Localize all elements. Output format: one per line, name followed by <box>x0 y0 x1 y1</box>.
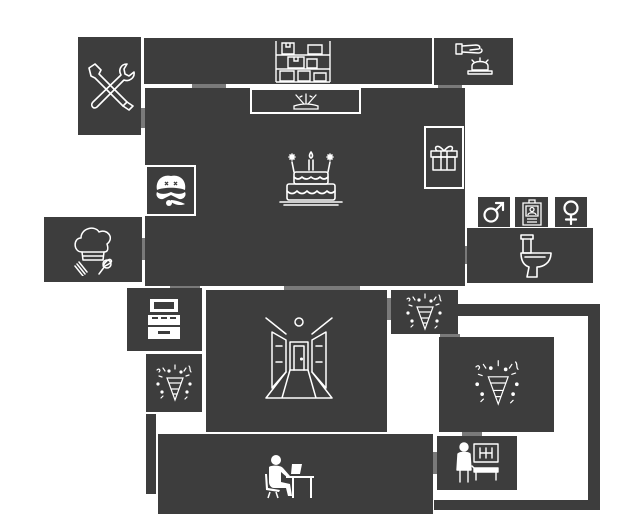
room-entrance[interactable] <box>206 290 387 432</box>
door-tools-hall <box>140 108 146 128</box>
corridor-right-vertical <box>588 304 600 510</box>
door-hall-entrance <box>284 286 360 290</box>
party-popper-icon <box>153 362 195 404</box>
door-hall-restroom <box>464 246 469 264</box>
cash-register-icon <box>146 297 182 341</box>
room-party-hall[interactable] <box>145 88 465 286</box>
toilet-icon <box>515 233 555 279</box>
room-cashier[interactable] <box>127 288 202 351</box>
room-reception[interactable] <box>434 38 513 85</box>
room-male[interactable] <box>478 197 510 227</box>
room-gift[interactable] <box>424 126 464 189</box>
room-confetti-2[interactable] <box>146 354 202 412</box>
shelves-boxes-icon <box>274 39 332 83</box>
pirate-face-icon <box>151 172 191 210</box>
room-doctor[interactable] <box>437 436 517 490</box>
chef-hat-icon <box>71 222 115 276</box>
room-pirate[interactable] <box>145 165 196 216</box>
hand-bell-icon <box>454 40 496 82</box>
door-office-doctor <box>432 452 438 474</box>
door-doctor <box>462 432 482 436</box>
spike-trap-icon <box>290 91 322 113</box>
birthday-cake-icon <box>276 146 346 216</box>
room-confetti-1[interactable] <box>391 290 458 334</box>
corridor-right-top <box>456 304 600 316</box>
corridor-bottom <box>434 500 600 510</box>
room-female[interactable] <box>555 197 587 227</box>
entrance-hallway-icon <box>264 316 334 400</box>
id-badge-icon <box>520 198 544 226</box>
male-symbol-icon <box>482 200 506 224</box>
room-storage[interactable] <box>144 38 432 84</box>
room-tools[interactable] <box>78 37 141 135</box>
room-id-badge[interactable] <box>515 197 548 227</box>
room-office[interactable] <box>158 434 433 514</box>
door-confetti-right <box>440 334 460 338</box>
person-at-desk-icon <box>262 454 314 500</box>
room-restroom[interactable] <box>467 228 593 283</box>
room-trap[interactable] <box>250 88 361 114</box>
party-popper-icon <box>471 357 523 409</box>
female-symbol-icon <box>559 199 583 225</box>
door-kitchen-hall <box>141 238 147 260</box>
party-popper-icon <box>403 291 445 333</box>
wrench-screwdriver-icon <box>83 60 137 112</box>
room-kitchen[interactable] <box>44 217 142 282</box>
door-storage-hall <box>192 84 226 88</box>
doctor-patient-icon <box>454 440 500 486</box>
door-entrance-confetti <box>386 298 391 320</box>
gift-box-icon <box>428 141 460 173</box>
corridor-left <box>146 414 156 494</box>
door-reception-hall <box>438 84 462 88</box>
room-confetti-3[interactable] <box>439 337 554 432</box>
